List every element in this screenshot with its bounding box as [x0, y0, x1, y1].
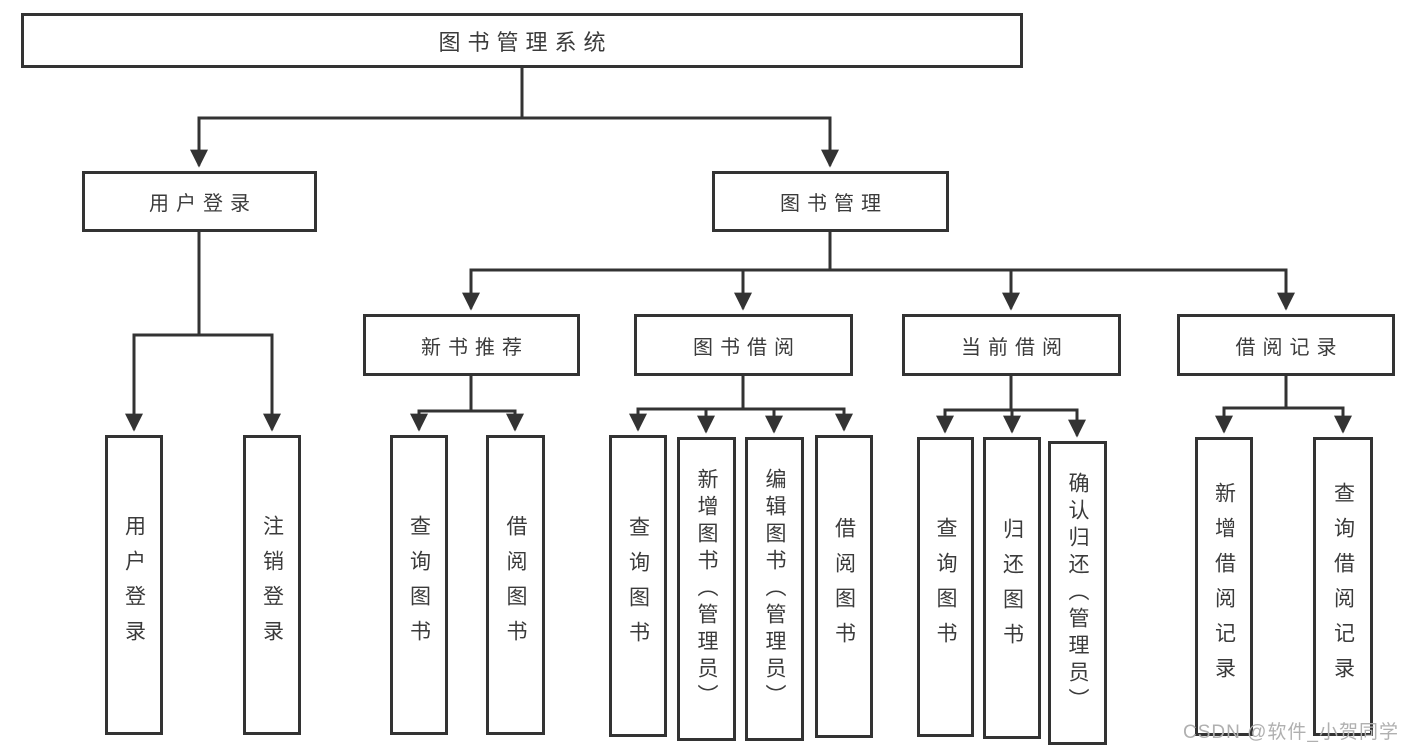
leaf-logout-label: 注销登录 [260, 515, 284, 655]
csdn-watermark: CSDN @软件_小贺同学 [1183, 722, 1399, 743]
leaf-br-query-record-label: 查询借阅记录 [1331, 481, 1355, 692]
leaf-bb-edit-book-admin: 编辑图书（管理员） [745, 437, 804, 741]
leaf-bb-add-book-admin: 新增图书（管理员） [677, 437, 736, 741]
leaf-cb-return-book: 归还图书 [983, 437, 1041, 739]
leaf-br-query-record: 查询借阅记录 [1313, 437, 1373, 736]
node-book-borrow: 图书借阅 [634, 314, 853, 376]
node-current-borrow: 当前借阅 [902, 314, 1121, 376]
leaf-br-add-record: 新增借阅记录 [1195, 437, 1253, 736]
node-user-login-branch: 用户登录 [82, 171, 317, 232]
leaf-cb-confirm-return-admin: 确认归还（管理员） [1048, 441, 1107, 745]
node-root-library-system: 图书管理系统 [21, 13, 1023, 68]
leaf-nbr-borrow-book: 借阅图书 [486, 435, 545, 735]
leaf-cb-query-book: 查询图书 [917, 437, 974, 737]
leaf-cb-confirm-return-admin-label: 确认归还（管理员） [1066, 471, 1089, 715]
leaf-bb-borrow-book-label: 借阅图书 [832, 516, 856, 657]
node-book-management-branch: 图书管理 [712, 171, 949, 232]
leaf-nbr-query-book: 查询图书 [390, 435, 448, 735]
leaf-bb-add-book-admin-label: 新增图书（管理员） [695, 467, 718, 711]
leaf-cb-query-book-label: 查询图书 [934, 517, 957, 657]
leaf-br-add-record-label: 新增借阅记录 [1212, 481, 1236, 692]
leaf-cb-return-book-label: 归还图书 [1000, 518, 1024, 658]
leaf-bb-edit-book-admin-label: 编辑图书（管理员） [763, 467, 786, 711]
leaf-nbr-query-book-label: 查询图书 [407, 515, 431, 655]
leaf-bb-query-book-label: 查询图书 [626, 516, 650, 656]
node-borrow-records: 借阅记录 [1177, 314, 1395, 376]
leaf-user-login: 用户登录 [105, 435, 163, 735]
leaf-bb-query-book: 查询图书 [609, 435, 667, 737]
leaf-user-login-label: 用户登录 [122, 515, 146, 655]
leaf-logout: 注销登录 [243, 435, 301, 735]
node-new-book-recommend: 新书推荐 [363, 314, 580, 376]
leaf-bb-borrow-book: 借阅图书 [815, 435, 873, 738]
leaf-nbr-borrow-book-label: 借阅图书 [504, 515, 527, 655]
